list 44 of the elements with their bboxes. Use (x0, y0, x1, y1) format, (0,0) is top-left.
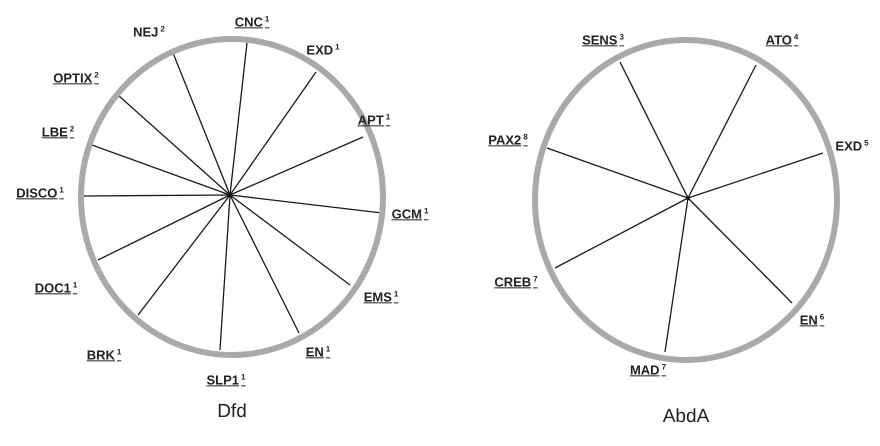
gene-label: GCM$^{1}$ (392, 206, 428, 222)
gene-label: SENS$^{3}$ (582, 32, 624, 48)
hub-point (686, 196, 690, 200)
gene-label: APT$^{1}$ (358, 112, 390, 128)
gene-label: LBE$^{2}$ (42, 124, 74, 140)
spoke-line (230, 136, 364, 196)
gene-label: EN$^{1}$ (306, 344, 330, 360)
gene-label: EMS$^{1}$ (364, 289, 398, 305)
gene-label: MAD$^{7}$ (630, 362, 666, 378)
spoke-line (118, 96, 230, 196)
gene-label: SLP1$^{1}$ (206, 372, 246, 388)
spoke-line (664, 198, 689, 352)
hub-point (228, 193, 232, 197)
spoke-line (82, 194, 230, 197)
spoke-line (229, 194, 300, 334)
spoke-line (688, 198, 792, 304)
spoke-line (687, 64, 757, 198)
gene-label: CREB$^{7}$ (494, 274, 538, 290)
gene-label: NEJ$^{2}$ (133, 24, 165, 40)
gene-label: CNC$^{1}$ (234, 14, 270, 30)
gene-label: DOC1$^{1}$ (34, 280, 78, 296)
spoke-line (546, 147, 688, 199)
gene-label: EXD$^{5}$ (835, 138, 869, 154)
gene-label: PAX2$^{8}$ (488, 132, 528, 148)
gene-label: ATO$^{4}$ (766, 32, 798, 48)
ring-label: Dfd (217, 401, 247, 423)
spoke-line (98, 194, 230, 261)
gene-label: DISCO$^{1}$ (16, 185, 64, 201)
gene-label: EXD$^{1}$ (306, 42, 340, 58)
spoke-line (619, 62, 689, 198)
spoke-line (219, 194, 231, 350)
spoke-line (137, 194, 231, 316)
spoke-line (229, 42, 248, 196)
gene-label: BRK$^{1}$ (86, 347, 122, 363)
spoke-line (230, 194, 382, 214)
gene-label: EN$^{6}$ (800, 312, 824, 328)
spoke-line (688, 152, 824, 199)
spoke-line (230, 194, 350, 286)
gene-label: OPTIX$^{2}$ (53, 70, 99, 86)
ring-label: AbdA (662, 406, 710, 428)
spoke-line (92, 144, 230, 196)
spoke-line (554, 197, 688, 269)
spoke-line (229, 72, 317, 196)
spoke-line (172, 52, 231, 196)
